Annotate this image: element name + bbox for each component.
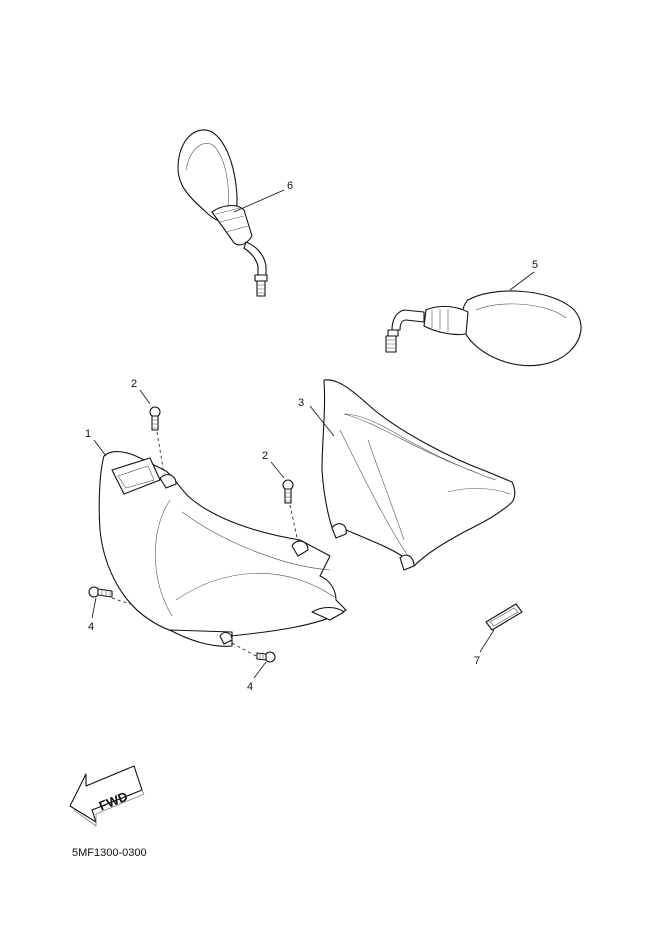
screw-part-4-lower <box>256 651 276 663</box>
screw-part-4-left <box>88 586 113 598</box>
callout-5: 5 <box>532 259 538 271</box>
right-mirror-part-5 <box>385 290 582 367</box>
leader-line-2-upper <box>139 389 151 405</box>
screw-part-2-upper <box>149 406 161 431</box>
label-part-7 <box>485 603 523 631</box>
assembly-line-screw-2-upper <box>156 431 165 475</box>
leader-line-2-lower <box>270 461 285 479</box>
assembly-line-screw-4-lower <box>229 641 257 657</box>
leader-line-3 <box>309 405 335 437</box>
leader-line-4-left <box>91 597 97 619</box>
leader-line-4-lower <box>253 661 267 679</box>
leader-line-6 <box>233 189 285 213</box>
assembly-line-screw-2-lower <box>289 504 299 543</box>
screw-part-2-lower <box>282 479 294 504</box>
leader-line-7 <box>479 629 495 653</box>
callout-1: 1 <box>85 428 91 440</box>
diagram-code: 5MF1300-0300 <box>72 847 147 859</box>
rear-handle-cover-part-3 <box>321 379 516 571</box>
callout-3: 3 <box>298 397 304 409</box>
fwd-arrow-icon: FWD <box>69 765 145 827</box>
callout-2-upper: 2 <box>131 378 137 390</box>
left-mirror-part-6 <box>177 129 268 297</box>
callout-6: 6 <box>287 180 293 192</box>
front-handle-cover-part-1 <box>98 450 347 647</box>
leader-line-1 <box>93 439 107 457</box>
callout-2-lower: 2 <box>262 450 268 462</box>
callout-4-left: 4 <box>88 621 94 633</box>
callout-4-lower: 4 <box>247 681 253 693</box>
callout-7: 7 <box>474 655 480 667</box>
leader-line-5 <box>509 271 535 291</box>
